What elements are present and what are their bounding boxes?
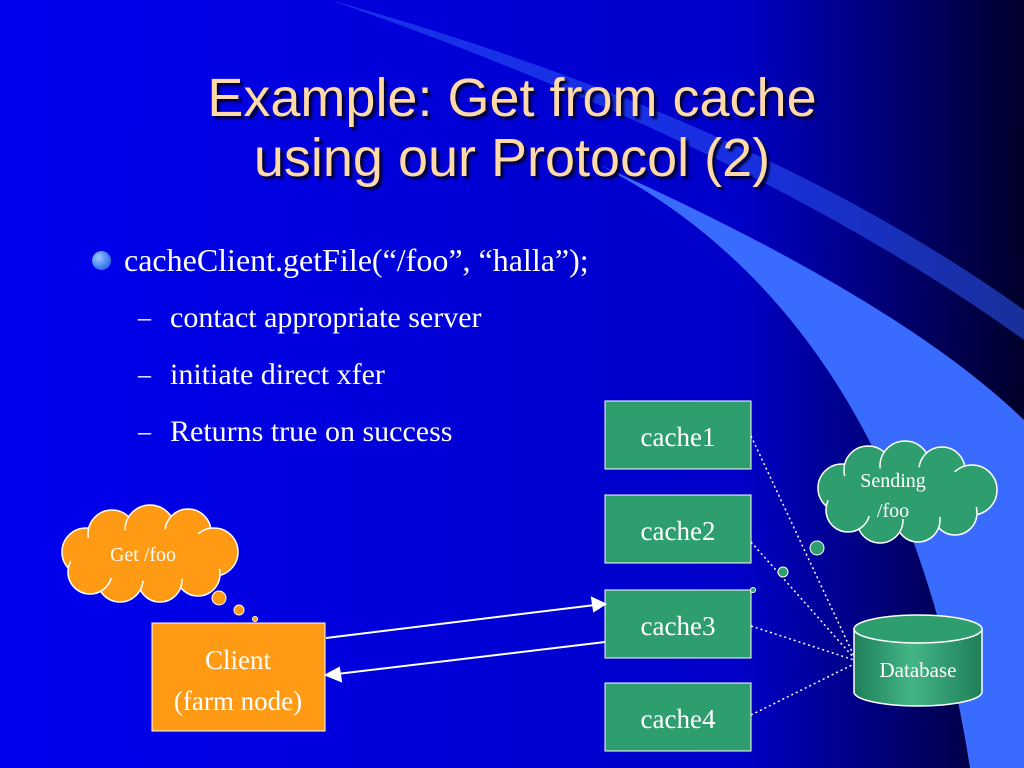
title-line1: Example: Get from cache xyxy=(207,68,817,128)
cache4-box[interactable]: cache4 xyxy=(604,682,752,752)
database-label: Database xyxy=(880,658,957,682)
dash-icon: – xyxy=(138,417,151,446)
cache3-label: cache3 xyxy=(641,611,716,641)
request-arrow xyxy=(325,604,596,639)
response-arrowhead xyxy=(323,666,343,683)
cache2-box[interactable]: cache2 xyxy=(604,494,752,564)
dash-icon: – xyxy=(138,303,151,332)
title-line2: using our Protocol (2) xyxy=(253,128,771,189)
client-label-line1: Client xyxy=(205,645,271,675)
sub-bullet-text: initiate direct xfer xyxy=(170,358,385,391)
bullet-main-text: cacheClient.getFile(“/foo”, “halla”); xyxy=(124,242,589,278)
sub-bullet-3: – Returns true on success xyxy=(88,405,589,462)
cache2-label: cache2 xyxy=(641,516,716,546)
bullet-main: cacheClient.getFile(“/foo”, “halla”); xyxy=(88,235,589,291)
client-thought-label: Get /foo xyxy=(110,544,176,566)
db-thought-bubbles xyxy=(750,540,825,593)
database-cylinder[interactable]: Database xyxy=(853,614,983,707)
sub-bullet-1: – contact appropriate server xyxy=(88,291,589,348)
client-thought-bubbles xyxy=(211,590,258,622)
request-arrowhead xyxy=(590,596,608,613)
link-cache4-db xyxy=(750,663,855,716)
client-cache3-arrows xyxy=(323,596,608,683)
client-thought-cloud: Get /foo xyxy=(61,504,239,603)
db-thought-line1: Sending xyxy=(860,470,926,492)
sub-bullet-2: – initiate direct xfer xyxy=(88,348,589,405)
cache-db-links xyxy=(750,435,855,716)
response-arrow xyxy=(336,641,606,675)
dash-icon: – xyxy=(138,360,151,389)
sub-bullet-text: contact appropriate server xyxy=(170,301,482,334)
db-thought-cloud: Sending /foo xyxy=(817,440,998,544)
cache1-label: cache1 xyxy=(641,422,716,452)
cache3-box[interactable]: cache3 xyxy=(604,589,752,659)
link-cache2-db xyxy=(750,541,855,659)
sub-bullet-text: Returns true on success xyxy=(170,415,453,448)
cache4-label: cache4 xyxy=(641,704,716,734)
bullet-list: cacheClient.getFile(“/foo”, “halla”); – … xyxy=(88,235,589,462)
client-label-line2: (farm node) xyxy=(174,686,302,716)
client-box[interactable]: Client (farm node) xyxy=(151,622,326,732)
cache1-box[interactable]: cache1 xyxy=(604,400,752,470)
link-cache3-db xyxy=(750,625,855,661)
slide-title: Example: Get from cache using our Protoc… xyxy=(0,68,1024,189)
link-cache1-db xyxy=(750,435,855,657)
db-thought-line2: /foo xyxy=(877,500,909,522)
bullet-dot-icon xyxy=(92,251,111,270)
